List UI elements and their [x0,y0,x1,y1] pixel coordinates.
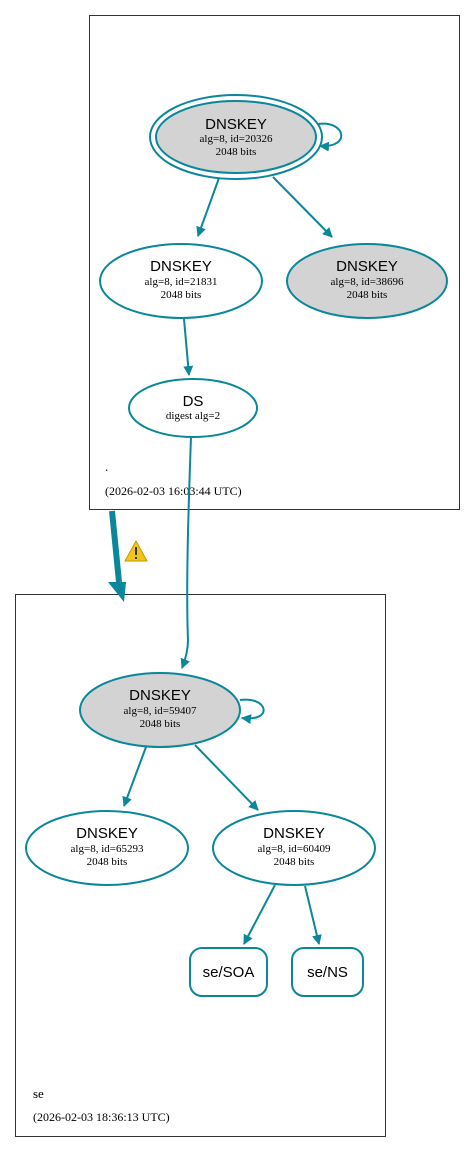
node-key-info: alg=8, id=21831 [145,276,218,288]
zone-se-name: se [33,1086,44,1101]
node-key-info: alg=8, id=38696 [331,276,404,288]
edge-root-ksk-zsk1 [196,177,220,237]
edge-se-zsk2-ns [304,885,322,945]
node-title: DNSKEY [263,825,325,842]
node-key-size: 2048 bits [87,856,128,868]
node-key-info: alg=8, id=60409 [258,843,331,855]
zone-se-timestamp: (2026-02-03 18:36:13 UTC) [33,1110,170,1124]
edge-se-ksk-self [239,698,265,725]
edge-root-zsk1-ds [183,318,194,376]
zone-root-box [89,15,460,510]
edge-se-ksk-zsk1 [122,746,147,807]
node-rrset-label: se/SOA [203,964,255,981]
delegation-edge [108,510,126,602]
node-se-zsk-65293[interactable]: DNSKEY alg=8, id=65293 2048 bits [25,810,189,886]
node-key-size: 2048 bits [216,146,257,158]
warning-icon[interactable] [124,539,148,562]
edge-se-zsk2-soa [243,884,276,945]
node-key-info: alg=8, id=20326 [200,133,273,145]
node-title: DNSKEY [336,258,398,275]
zone-root-timestamp: (2026-02-03 16:03:44 UTC) [105,484,242,498]
node-title: DS [183,393,204,410]
edge-ds-se-ksk [180,436,192,669]
node-key-size: 2048 bits [274,856,315,868]
delegation-arrowhead [108,582,126,602]
edge-root-ksk-self [317,122,343,152]
node-ds[interactable]: DS digest alg=2 [128,378,258,438]
delegation-line [109,510,122,583]
node-key-size: 2048 bits [347,289,388,301]
edges [122,122,343,945]
node-key-info: alg=8, id=59407 [124,705,197,717]
node-root-zsk-38696[interactable]: DNSKEY alg=8, id=38696 2048 bits [286,243,448,319]
node-se-soa[interactable]: se/SOA [189,947,268,997]
node-key-size: 2048 bits [161,289,202,301]
node-key-info: alg=8, id=65293 [71,843,144,855]
node-digest-info: digest alg=2 [166,410,220,422]
zone-root: . (2026-02-03 16:03:44 UTC) [89,15,460,510]
zone-se-box [15,594,386,1137]
edge-root-ksk-zsk2 [272,176,333,238]
node-se-ksk[interactable]: DNSKEY alg=8, id=59407 2048 bits [79,672,241,748]
node-title: DNSKEY [205,116,267,133]
node-se-ns[interactable]: se/NS [291,947,364,997]
zone-root-name: . [105,459,108,474]
node-se-zsk-60409[interactable]: DNSKEY alg=8, id=60409 2048 bits [212,810,376,886]
node-root-zsk-21831[interactable]: DNSKEY alg=8, id=21831 2048 bits [99,243,263,319]
node-root-ksk[interactable]: DNSKEY alg=8, id=20326 2048 bits [149,94,323,180]
node-title: DNSKEY [150,258,212,275]
node-title: DNSKEY [76,825,138,842]
node-rrset-label: se/NS [307,964,348,981]
node-key-size: 2048 bits [140,718,181,730]
node-title: DNSKEY [129,687,191,704]
edge-se-ksk-zsk2 [194,744,259,811]
zone-se: se (2026-02-03 18:36:13 UTC) [15,594,386,1137]
